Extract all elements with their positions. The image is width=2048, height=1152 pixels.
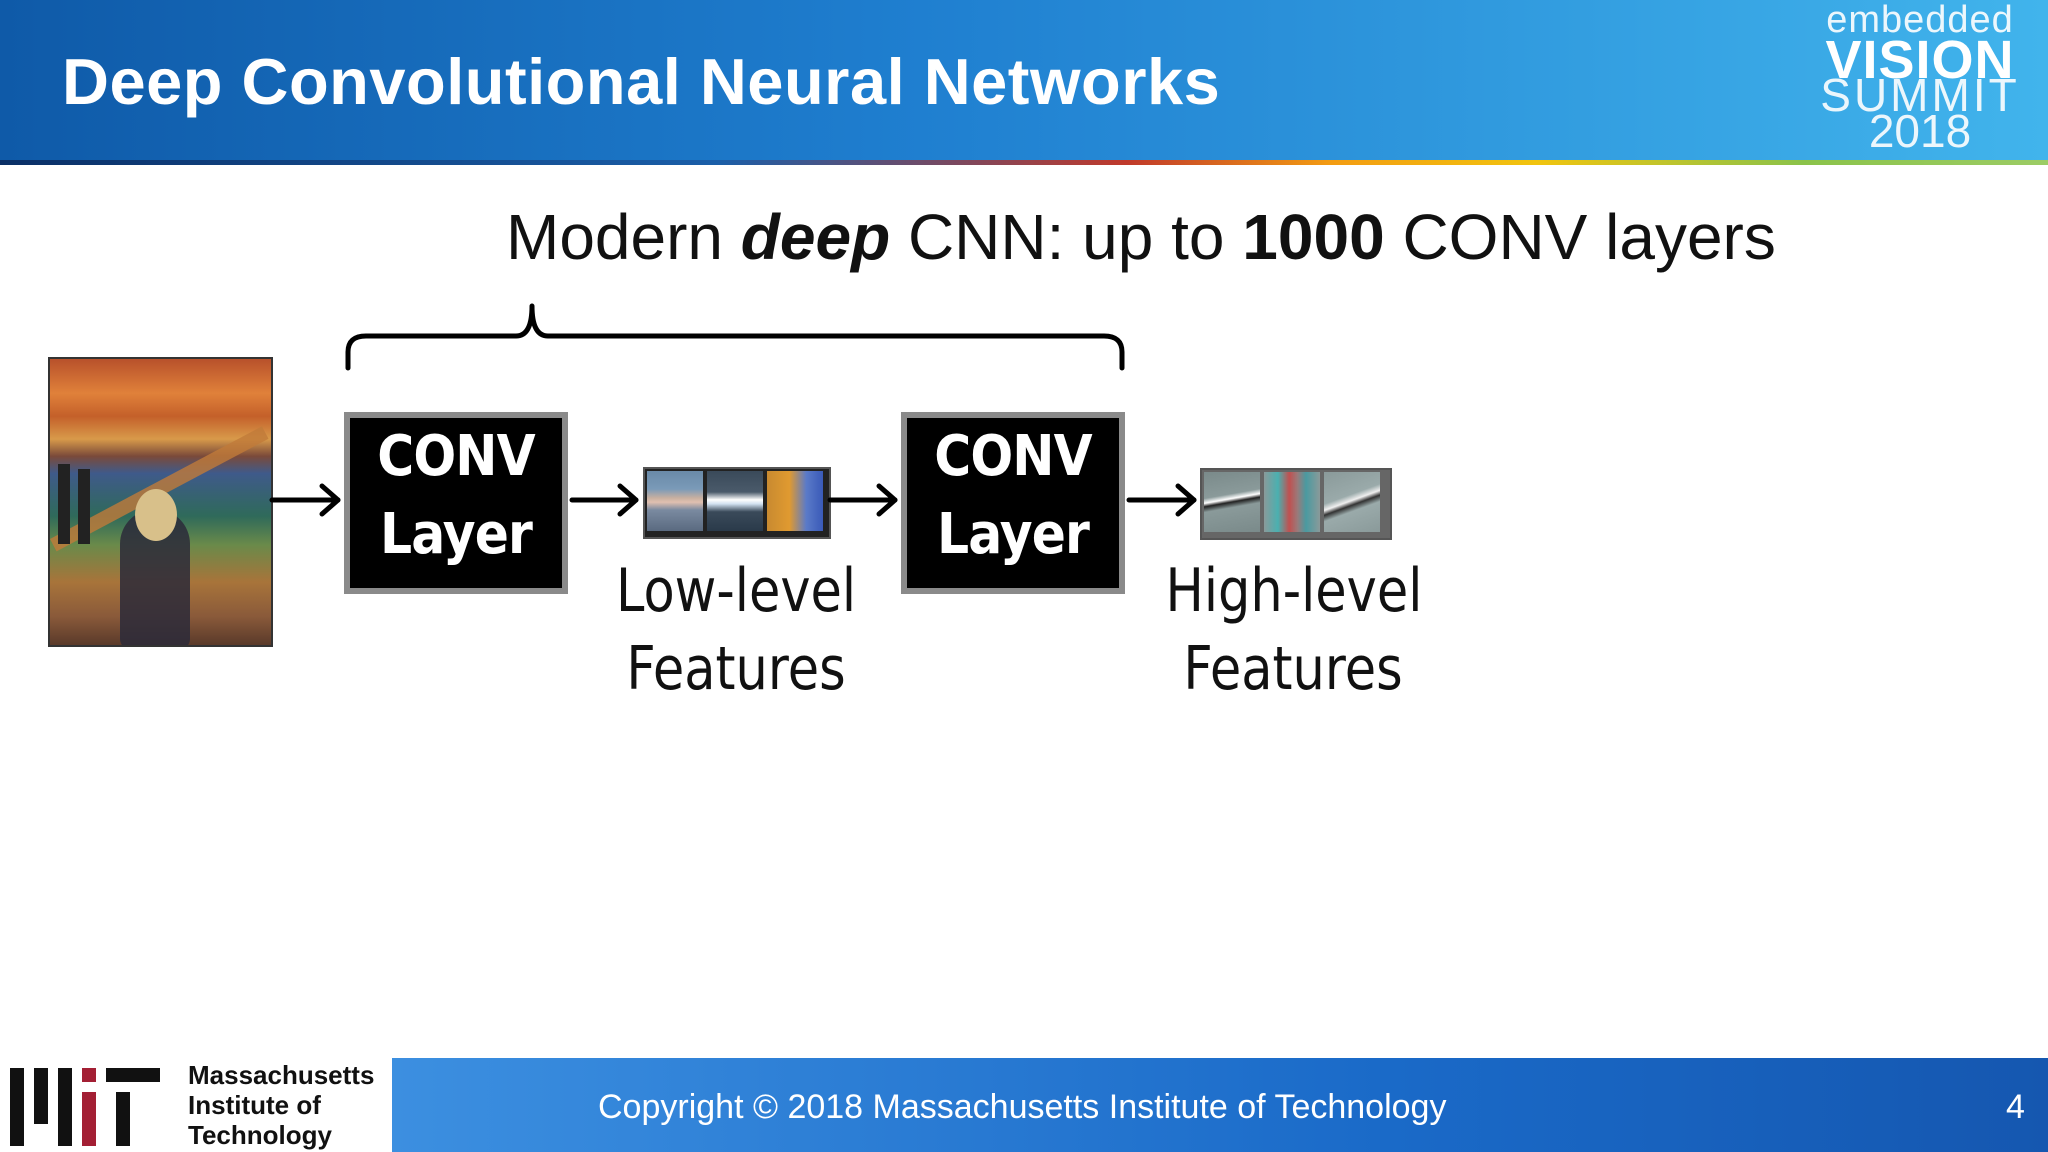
mit-name-line1: Massachusetts [188, 1060, 375, 1090]
slide-subtitle: Modern deep CNN: up to 1000 CONV layers [506, 200, 1776, 274]
mit-institution-name: Massachusetts Institute of Technology [188, 1060, 374, 1150]
header-bar [0, 0, 2048, 160]
low-level-features-line1: Low-level [615, 556, 857, 626]
conv-layer-1-line1: CONV [377, 424, 535, 489]
subtitle-bold-number: 1000 [1242, 201, 1385, 273]
feature-tile [1324, 472, 1380, 532]
header-accent-line [0, 160, 2048, 165]
slide-title: Deep Convolutional Neural Networks [62, 45, 1221, 118]
conv-layer-box-1: CONV Layer [344, 412, 568, 594]
copyright-notice: Copyright © 2018 Massachusetts Institute… [598, 1088, 1447, 1126]
mit-name-line2: Institute of [188, 1090, 321, 1120]
arrow-conv1-to-low-features [569, 483, 639, 517]
low-level-features-label: Low-level Features [609, 552, 864, 708]
feature-tile [1264, 472, 1320, 532]
logo-line-summit: SUMMIT [1820, 69, 2020, 121]
conv-layer-box-2: CONV Layer [901, 412, 1125, 594]
subtitle-part3: CONV layers [1384, 201, 1776, 273]
conv-layer-1-line2: Layer [380, 502, 533, 567]
painting-background-figure [58, 464, 70, 544]
low-level-feature-strip [643, 467, 831, 539]
feature-tile [647, 471, 703, 531]
subtitle-part2: CNN: up to [890, 201, 1243, 273]
page-number: 4 [2006, 1088, 2025, 1126]
painting-background-figure [78, 469, 90, 544]
arrow-image-to-conv1 [269, 483, 341, 517]
conv-layer-2-line1: CONV [934, 424, 1092, 489]
logo-line-vision: VISION [1825, 30, 2015, 90]
feature-tile [767, 471, 823, 531]
logo-line-year: 2018 [1868, 105, 1972, 157]
arrow-conv2-to-high-features [1126, 483, 1197, 517]
subtitle-emphasis: deep [740, 201, 891, 273]
high-level-features-line2: Features [1183, 634, 1403, 704]
high-level-features-line1: High-level [1165, 556, 1423, 626]
subtitle-part1: Modern [506, 201, 741, 273]
logo-line-embedded: embedded [1826, 0, 2014, 41]
painting-figure-face [135, 489, 177, 541]
curly-brace [345, 303, 1125, 371]
arrow-low-features-to-conv2 [827, 483, 898, 517]
conv-layer-2-line2: Layer [937, 502, 1090, 567]
footer-blue-band [392, 1058, 2048, 1152]
low-level-features-line2: Features [626, 634, 846, 704]
input-painting-image [48, 357, 273, 647]
feature-tile [1204, 472, 1260, 532]
mit-logo-icon [10, 1068, 160, 1146]
high-level-features-label: High-level Features [1165, 552, 1423, 708]
embedded-vision-summit-logo: embedded VISION SUMMIT 2018 [1820, 0, 2020, 158]
feature-tile [707, 471, 763, 531]
mit-name-line3: Technology [188, 1120, 332, 1150]
high-level-feature-strip [1200, 468, 1392, 540]
